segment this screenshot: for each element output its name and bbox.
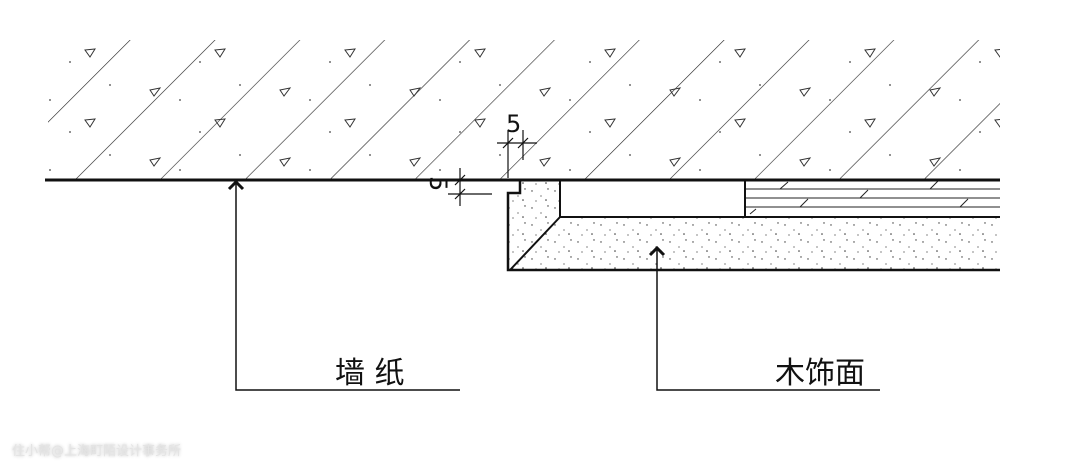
dimension-top bbox=[497, 130, 537, 178]
substrate-board bbox=[508, 180, 1000, 270]
wood-veneer-layer bbox=[745, 180, 1000, 217]
concrete-wall-hatch bbox=[48, 40, 1000, 180]
dimension-side-value: 5 bbox=[424, 176, 452, 191]
leader-wallpaper bbox=[227, 179, 460, 391]
dimension-top-value: 5 bbox=[506, 110, 521, 138]
section-outlines bbox=[45, 178, 1000, 272]
dimension-side bbox=[448, 168, 492, 206]
leader-wood-veneer bbox=[648, 245, 880, 391]
watermark: 住小帮@上海町陌设计事务所 bbox=[12, 444, 182, 459]
label-wood-veneer: 木饰面 bbox=[775, 356, 865, 391]
label-wallpaper: 墙 纸 bbox=[335, 356, 405, 391]
